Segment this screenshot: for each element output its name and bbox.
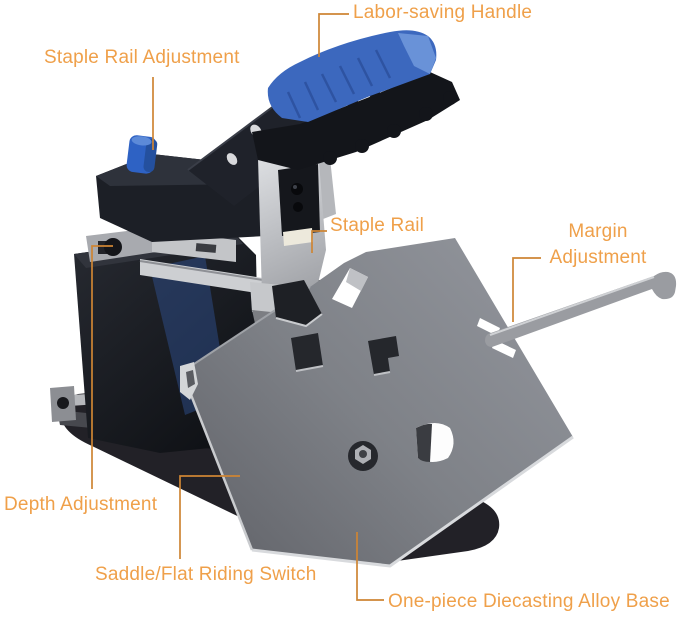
- label-one-piece-base: One-piece Diecasting Alloy Base: [388, 591, 670, 612]
- work-table: [180, 238, 574, 568]
- table-front-rim: [251, 435, 574, 568]
- lever-screw-lower: [226, 153, 238, 165]
- label-margin-adjustment: Margin Adjustment: [549, 221, 647, 268]
- d-hole-shade: [416, 423, 432, 462]
- knob-top-highlight: [131, 136, 152, 146]
- depth-knob: [104, 238, 122, 256]
- margin-adjustment-arm: [485, 271, 677, 347]
- table-edge-clip-inner: [186, 370, 195, 388]
- leader-staple-rail: [311, 230, 327, 253]
- arm-top-highlight: [489, 276, 655, 336]
- rod-knob: [57, 397, 69, 409]
- handle-top-facet: [398, 33, 436, 74]
- head-screw-top: [291, 183, 303, 195]
- handle-under-grip: [252, 72, 460, 170]
- leader-labor-saving-handle: [318, 13, 349, 57]
- label-staple-rail: Staple Rail: [330, 215, 425, 236]
- label-staple-rail-adjustment: Staple Rail Adjustment: [44, 47, 240, 68]
- slot-rect-lip: [295, 365, 324, 372]
- staple-strip: [283, 228, 313, 246]
- leader-lines: [91, 13, 541, 601]
- leader-depth-adjustment: [91, 245, 113, 489]
- slot-l-shape: [368, 336, 399, 375]
- handle-ridges: [286, 49, 392, 119]
- head-window: [278, 164, 320, 236]
- arm-slit-upper: [477, 318, 500, 336]
- slot-rect: [291, 333, 323, 371]
- label-saddle-flat-riding-switch: Saddle/Flat Riding Switch: [95, 564, 317, 585]
- leader-margin-adjustment: [512, 257, 541, 322]
- table-notch-face: [346, 268, 368, 291]
- head-screw-bottom: [293, 202, 303, 212]
- slot-l-lip: [373, 371, 391, 376]
- label-labor-saving-handle: Labor-saving Handle: [353, 2, 533, 23]
- table-screw-center: [359, 450, 367, 458]
- head-screw-top-glint: [293, 185, 297, 189]
- labor-saving-handle: [252, 30, 460, 170]
- arm-bar: [485, 271, 677, 347]
- label-depth-adjustment: Depth Adjustment: [4, 494, 158, 515]
- table-left-rim: [180, 371, 254, 551]
- anvil-slot-lip: [275, 313, 323, 328]
- handle-grip-blue: [267, 30, 437, 122]
- leader-one-piece-base: [356, 532, 384, 601]
- leader-saddle-flat-switch: [179, 475, 240, 559]
- rail-mount-slot: [195, 243, 217, 253]
- anvil-slot: [272, 280, 322, 326]
